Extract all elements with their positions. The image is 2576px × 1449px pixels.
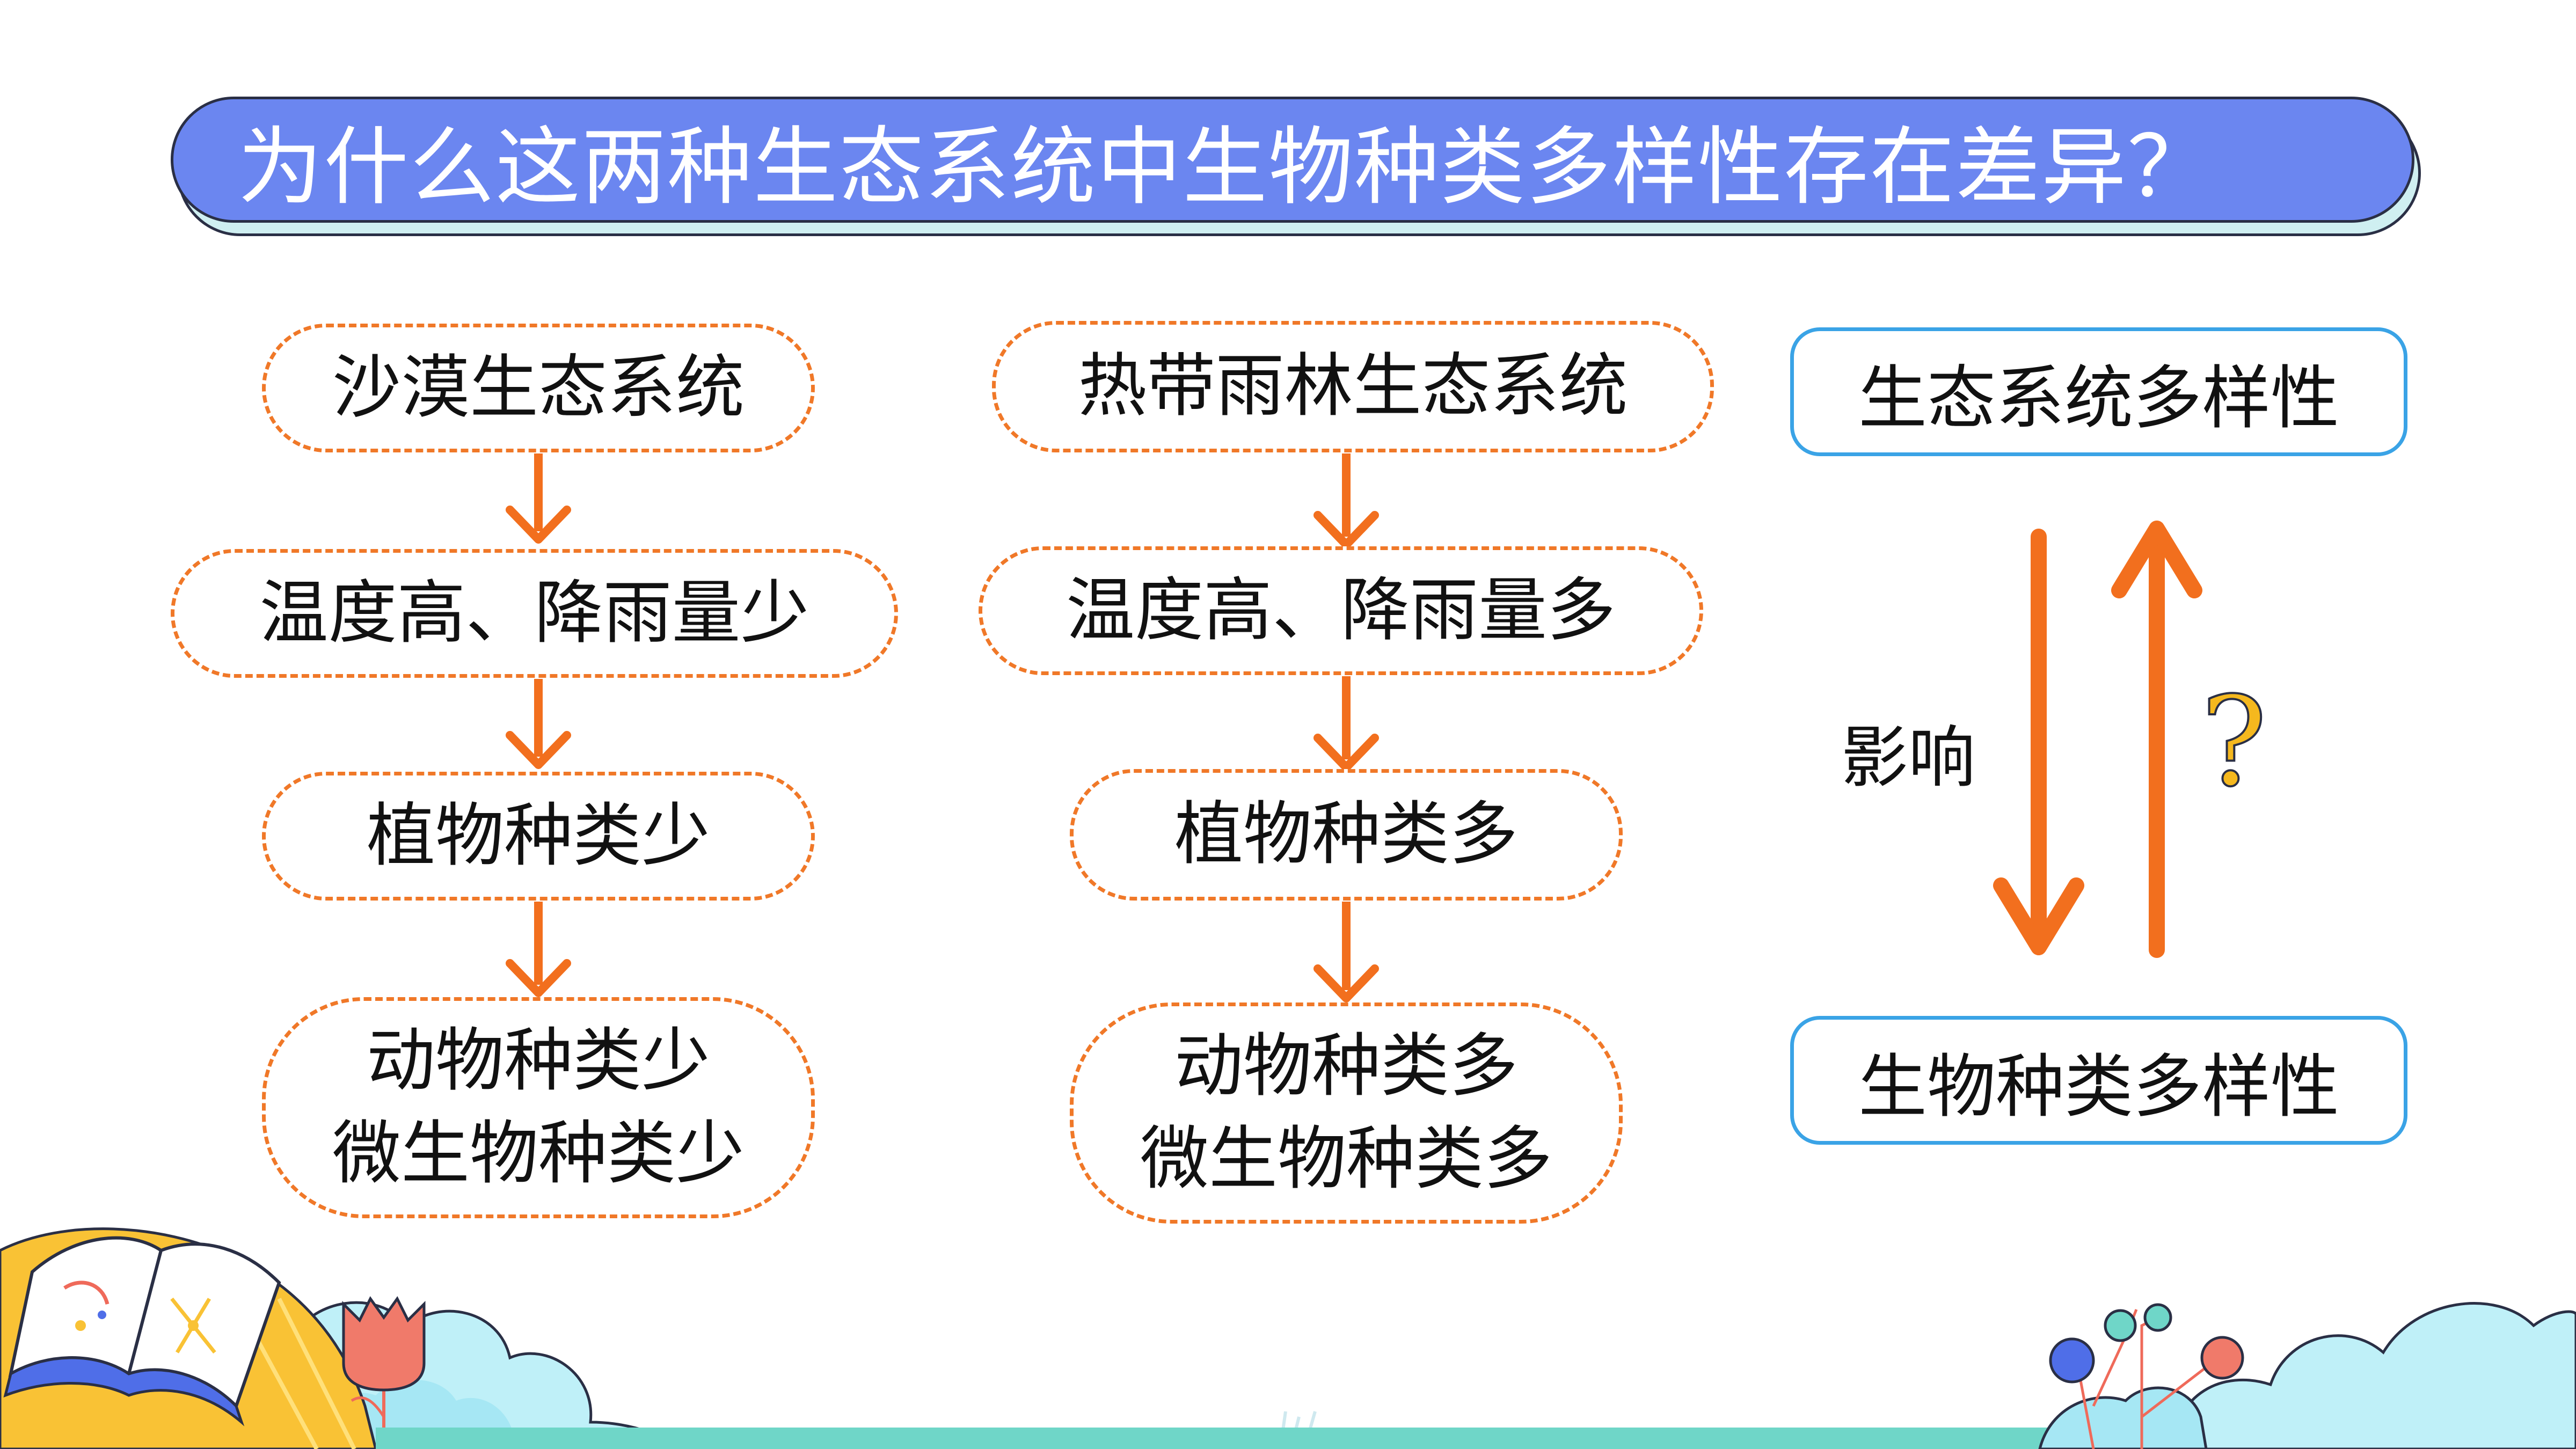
- desert-ecosystem-label: 沙漠生态系统: [332, 347, 745, 428]
- ground-strip: [376, 1428, 2201, 1449]
- desert-arrow-3: [506, 902, 571, 997]
- rainforest-arrow-2: [1313, 676, 1379, 772]
- rainforest-climate-box: 温度高、降雨量多: [979, 546, 1703, 675]
- rainforest-arrow-1: [1313, 453, 1379, 549]
- influence-down-arrow: [1993, 529, 2084, 955]
- question-mark-icon: ?: [2200, 670, 2268, 815]
- desert-animals-label: 动物种类少: [366, 1021, 710, 1101]
- influence-label: 影响: [1841, 719, 1975, 797]
- rainforest-plants-box: 植物种类多: [1070, 769, 1623, 901]
- rainforest-animals-box: 动物种类多 微生物种类多: [1070, 1002, 1623, 1224]
- ecosystem-diversity-box: 生态系统多样性: [1790, 327, 2407, 456]
- ecosystem-diversity-label: 生态系统多样性: [1858, 358, 2339, 438]
- desert-climate-label: 温度高、降雨量少: [259, 573, 809, 653]
- balloon-tree: [2049, 1303, 2244, 1449]
- desert-ecosystem-box: 沙漠生态系统: [262, 324, 815, 452]
- rainforest-ecosystem-box: 热带雨林生态系统: [992, 321, 1714, 452]
- desert-climate-box: 温度高、降雨量少: [171, 549, 898, 678]
- rainforest-animals-label: 动物种类多: [1174, 1026, 1518, 1107]
- desert-plants-box: 植物种类少: [262, 772, 815, 901]
- species-diversity-label: 生物种类多样性: [1858, 1046, 2339, 1127]
- right-cloud-illustration: [2038, 1302, 2576, 1449]
- rainforest-ecosystem-label: 热带雨林生态系统: [1078, 346, 1628, 427]
- rainforest-plants-label: 植物种类多: [1174, 794, 1518, 875]
- desert-arrow-1: [506, 453, 571, 544]
- desert-animals-box: 动物种类少 微生物种类少: [262, 997, 815, 1218]
- book-icon: [3, 1236, 281, 1426]
- desert-plants-label: 植物种类少: [366, 795, 710, 876]
- title-text: 为什么这两种生态系统中生物种类多样性存在差异？: [238, 118, 2213, 217]
- title-banner: 为什么这两种生态系统中生物种类多样性存在差异？: [171, 97, 2414, 223]
- rainforest-arrow-3: [1313, 902, 1379, 1002]
- species-diversity-box: 生物种类多样性: [1790, 1016, 2407, 1145]
- rainforest-climate-label: 温度高、降雨量多: [1066, 570, 1616, 650]
- desert-microbes-label: 微生物种类少: [332, 1114, 745, 1194]
- desert-arrow-2: [506, 679, 571, 769]
- rainforest-microbes-label: 微生物种类多: [1140, 1119, 1552, 1199]
- feedback-up-arrow: [2111, 521, 2202, 958]
